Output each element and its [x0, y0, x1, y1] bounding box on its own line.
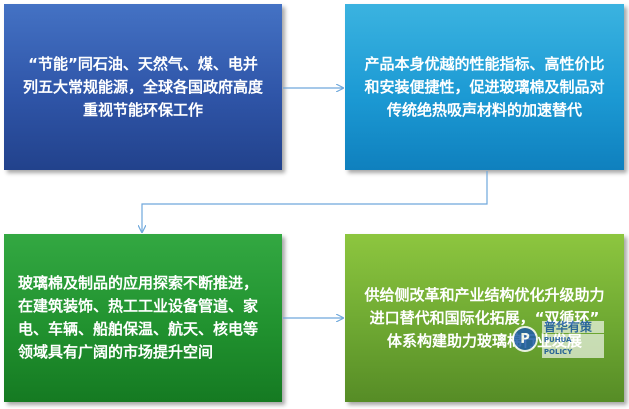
- watermark-cn: 普华有策: [541, 320, 604, 333]
- step-text-energy-saving: “节能”同石油、天然气、煤、电并 列五大常规能源，全球各国政府高度 重视节能环保…: [22, 54, 263, 119]
- step-box-product-advantage: 产品本身优越的性能指标、高性价比 和安装便捷性，促进玻璃棉及制品对 传统绝热吸声…: [345, 4, 624, 170]
- watermark-logo: P 普华有策 PUHUA POLICY: [512, 320, 604, 358]
- watermark-emblem-icon: P: [512, 326, 538, 352]
- step-text-product-advantage: 产品本身优越的性能指标、高性价比 和安装便捷性，促进玻璃棉及制品对 传统绝热吸声…: [364, 54, 605, 119]
- step-text-application-exploration: 玻璃棉及制品的应用探索不断推进， 在建筑装饰、热工工业设备管道、家 电、车辆、船…: [18, 274, 259, 361]
- step-box-energy-saving: “节能”同石油、天然气、煤、电并 列五大常规能源，全球各国政府高度 重视节能环保…: [4, 4, 282, 170]
- watermark-en: PUHUA POLICY: [541, 333, 604, 358]
- step-box-supply-side-reform: 供给侧改革和产业结构优化升级助力 进口替代和国际化拓展，“双循环” 体系构建助力…: [345, 234, 624, 402]
- step-box-application-exploration: 玻璃棉及制品的应用探索不断推进， 在建筑装饰、热工工业设备管道、家 电、车辆、船…: [4, 234, 282, 402]
- arrow-box2-to-box3: [142, 171, 488, 232]
- watermark-text: 普华有策 PUHUA POLICY: [541, 320, 604, 358]
